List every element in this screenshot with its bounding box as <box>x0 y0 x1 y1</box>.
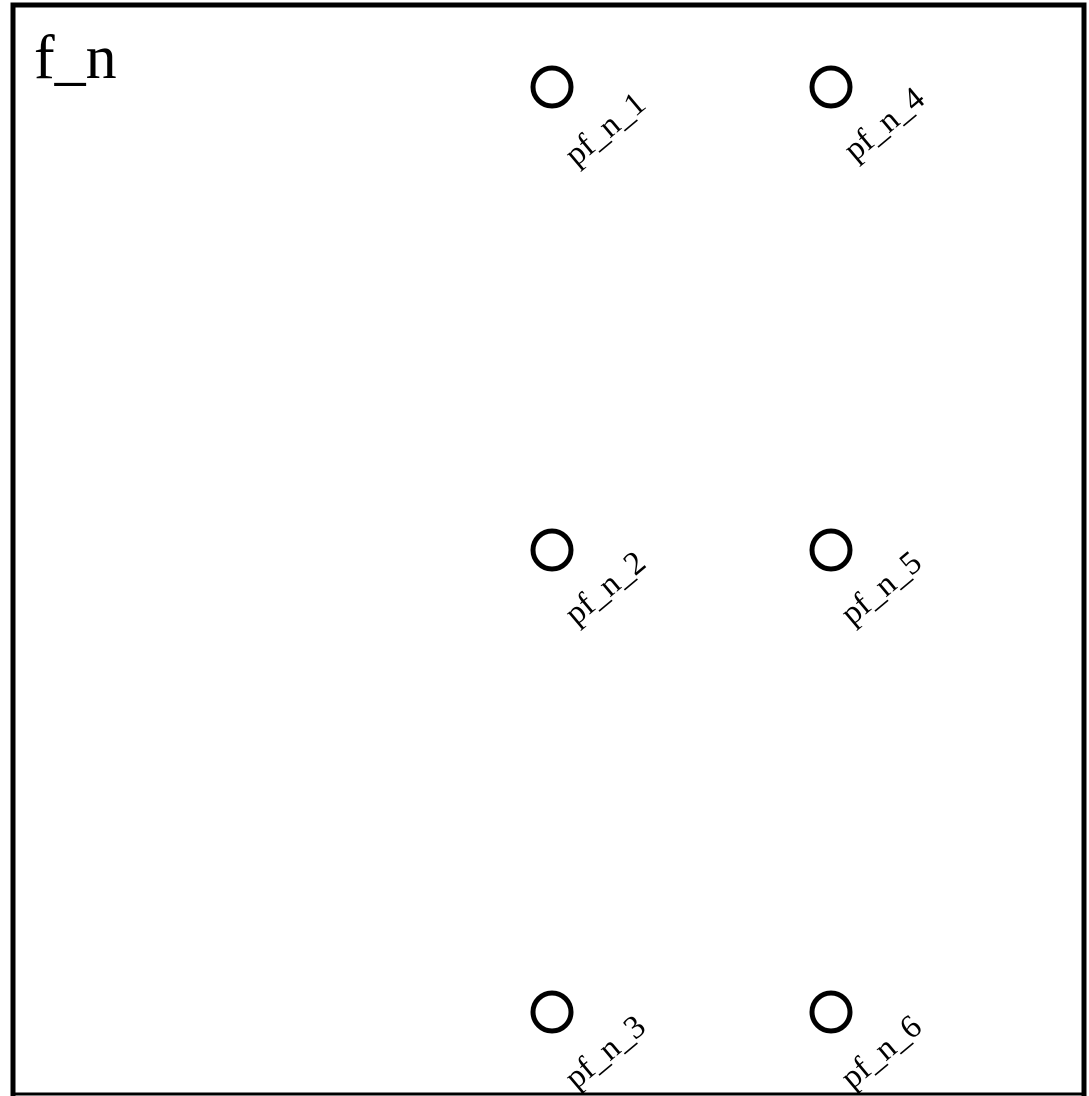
port-circle[interactable] <box>809 65 853 109</box>
port-circle[interactable] <box>809 528 853 572</box>
port-pf-n-3[interactable]: pf_n_3 <box>530 990 653 1096</box>
port-pf-n-5[interactable]: pf_n_5 <box>809 528 929 632</box>
port-circle[interactable] <box>809 990 853 1034</box>
port-pf-n-6[interactable]: pf_n_6 <box>809 990 929 1096</box>
port-pf-n-1[interactable]: pf_n_1 <box>530 65 653 173</box>
port-pf-n-2[interactable]: pf_n_2 <box>530 528 653 632</box>
port-circle[interactable] <box>530 528 574 572</box>
component-label: f_n <box>34 24 117 92</box>
port-label: pf_n_2 <box>558 544 653 632</box>
port-circle[interactable] <box>530 65 574 109</box>
port-pf-n-4[interactable]: pf_n_4 <box>809 65 932 168</box>
port-label: pf_n_1 <box>558 85 653 173</box>
port-circle[interactable] <box>530 990 574 1034</box>
port-label: pf_n_3 <box>558 1008 653 1096</box>
component-border <box>10 2 1087 1096</box>
